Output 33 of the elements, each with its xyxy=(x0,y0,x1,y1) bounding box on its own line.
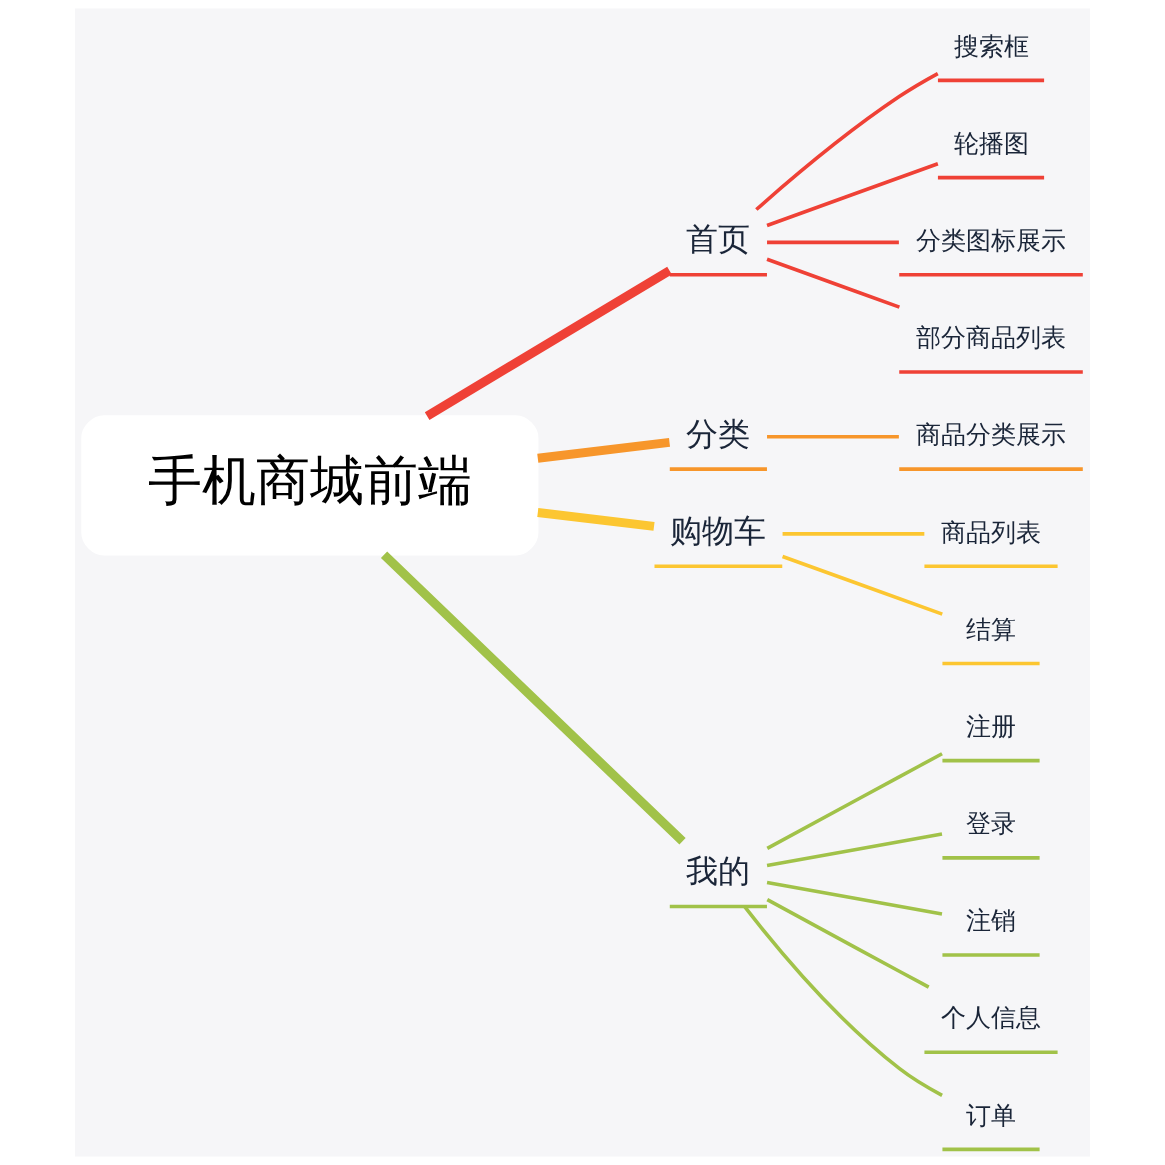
node-text: 分类图标展示 xyxy=(916,226,1067,256)
node-box: 手机商城前端 xyxy=(81,415,539,556)
node-text: 结算 xyxy=(966,614,1017,644)
node-text: 购物车 xyxy=(670,512,767,549)
connector xyxy=(766,752,943,850)
connector xyxy=(380,551,686,845)
connector xyxy=(781,554,943,616)
node-text: 轮播图 xyxy=(953,128,1029,158)
connector xyxy=(755,72,939,211)
node-text: 注册 xyxy=(966,711,1017,741)
node-text: 首页 xyxy=(686,221,751,258)
node-text: 商品列表 xyxy=(941,517,1042,547)
connector xyxy=(537,508,655,531)
node-text: 注销 xyxy=(966,906,1017,936)
connector xyxy=(766,880,943,916)
connector xyxy=(424,266,672,420)
node-text: 分类 xyxy=(686,415,751,452)
node-text: 我的 xyxy=(686,852,751,889)
connector xyxy=(537,437,671,463)
node-text: 登录 xyxy=(966,809,1017,839)
connector xyxy=(782,532,925,536)
connector xyxy=(766,898,930,989)
connector xyxy=(743,905,943,1097)
node-text: 订单 xyxy=(966,1100,1017,1130)
node-text: 个人信息 xyxy=(941,1003,1042,1033)
node-text: 部分商品列表 xyxy=(916,323,1067,353)
connector xyxy=(766,162,939,228)
connector xyxy=(766,832,943,868)
connector xyxy=(766,257,901,309)
node-text: 搜索框 xyxy=(953,31,1029,61)
node-text: 商品分类展示 xyxy=(916,420,1067,450)
connector xyxy=(767,434,899,439)
connector xyxy=(767,240,899,245)
